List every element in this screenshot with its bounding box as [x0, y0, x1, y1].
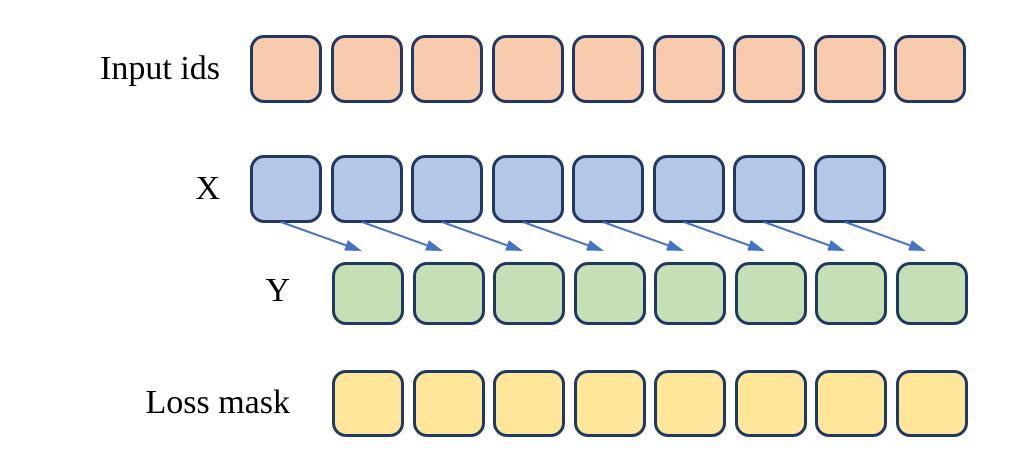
shift-arrow [844, 221, 926, 251]
shift-arrow [683, 221, 765, 251]
token-box-loss-mask [815, 370, 887, 437]
arrow-head-icon [666, 240, 684, 251]
token-box-input-ids [733, 35, 805, 103]
token-box-x [411, 155, 483, 223]
token-box-input-ids [894, 35, 966, 103]
token-box-input-ids [250, 35, 322, 103]
shift-arrow [602, 221, 684, 251]
token-box-input-ids [813, 35, 886, 103]
token-box-x [733, 155, 805, 223]
arrow-head-icon [586, 240, 604, 251]
token-box-loss-mask [493, 370, 565, 437]
token-box-y [815, 262, 887, 325]
row-label-y: Y [265, 272, 290, 309]
arrow-head-icon [344, 240, 362, 251]
token-box-y [332, 262, 404, 325]
token-box-loss-mask [412, 370, 485, 437]
token-box-loss-mask [895, 370, 968, 437]
token-box-y [895, 262, 968, 325]
token-box-x [330, 155, 403, 223]
shift-arrow [441, 221, 523, 251]
row-label-loss-mask: Loss mask [145, 384, 291, 421]
row-label-input-ids: Input ids [100, 50, 220, 87]
shift-arrow [361, 221, 443, 251]
token-box-input-ids [491, 35, 564, 103]
token-box-loss-mask [332, 370, 404, 437]
token-box-input-ids [411, 35, 483, 103]
token-box-loss-mask [734, 370, 807, 437]
token-box-x [652, 155, 725, 223]
token-box-y [654, 262, 726, 325]
arrow-head-icon [425, 240, 443, 251]
token-box-input-ids [572, 35, 644, 103]
shift-arrow [280, 221, 362, 251]
token-box-loss-mask [573, 370, 646, 437]
token-box-y [734, 262, 807, 325]
token-box-x [572, 155, 644, 223]
row-label-x: X [195, 170, 220, 207]
token-box-input-ids [652, 35, 725, 103]
token-box-y [493, 262, 565, 325]
arrow-head-icon [747, 240, 765, 251]
token-box-x [813, 155, 886, 223]
arrow-head-icon [827, 240, 845, 251]
token-box-y [412, 262, 485, 325]
arrow-head-icon [505, 240, 523, 251]
shift-arrow [763, 221, 845, 251]
token-box-x [250, 155, 322, 223]
token-box-y [573, 262, 646, 325]
arrow-head-icon [908, 240, 926, 251]
token-box-input-ids [330, 35, 403, 103]
shift-arrow [522, 221, 604, 251]
token-box-loss-mask [654, 370, 726, 437]
token-box-x [491, 155, 564, 223]
